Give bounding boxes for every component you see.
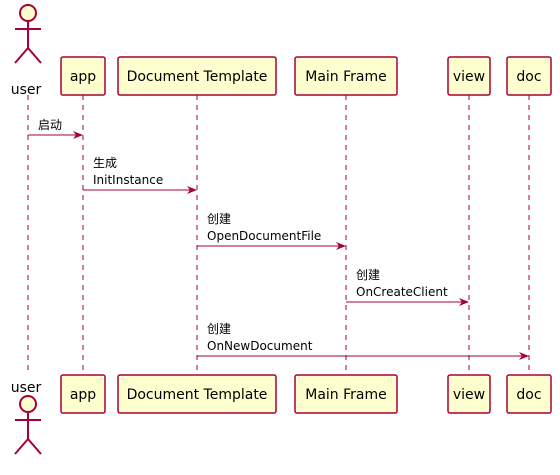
participant-doc: doc	[506, 374, 552, 414]
message-2: 生成 InitInstance	[83, 156, 197, 194]
participant-app: app	[60, 374, 106, 414]
message-label: 创建	[207, 322, 231, 336]
actor-left-leg	[14, 438, 29, 455]
participant-view: view	[447, 56, 491, 96]
participant-box	[117, 374, 277, 414]
message-1: 启动	[28, 118, 83, 139]
message-label: 创建	[356, 268, 380, 282]
participant-box	[60, 374, 106, 414]
message-label: OnNewDocument	[207, 339, 313, 353]
participant-doctemplate: Document Template	[117, 374, 277, 414]
participant-box	[294, 374, 398, 414]
actor-head	[19, 395, 37, 413]
participant-box	[447, 374, 491, 414]
message-label: OnCreateClient	[356, 285, 448, 299]
actor-right-leg	[27, 47, 42, 64]
participant-mainframe: Main Frame	[294, 374, 398, 414]
participant-box	[506, 56, 552, 96]
message-label: 启动	[38, 118, 62, 132]
message-label: InitInstance	[93, 173, 163, 187]
message-label: 创建	[207, 212, 231, 226]
participant-box	[447, 56, 491, 96]
actor-label: user	[11, 380, 42, 396]
participant-label: doc	[516, 387, 541, 403]
participant-box	[117, 56, 277, 96]
participant-label: Document Template	[127, 387, 268, 403]
participant-doc: doc	[506, 56, 552, 96]
message-label: OpenDocumentFile	[207, 229, 321, 243]
participant-doctemplate: Document Template	[117, 56, 277, 96]
participant-label: view	[453, 387, 485, 403]
participant-label: doc	[516, 69, 541, 85]
participant-label: app	[70, 69, 96, 85]
actor-head	[19, 4, 37, 22]
participant-view: view	[447, 374, 491, 414]
participant-label: Main Frame	[305, 387, 387, 403]
actor-label: user	[11, 82, 42, 98]
participant-app: app	[60, 56, 106, 96]
participant-mainframe: Main Frame	[294, 56, 398, 96]
participant-label: app	[70, 387, 96, 403]
participant-label: Document Template	[127, 69, 268, 85]
participant-label: Main Frame	[305, 69, 387, 85]
participant-label: view	[453, 69, 485, 85]
message-label: 生成	[93, 156, 117, 170]
actor-user: user	[11, 380, 42, 455]
actor-user: user	[11, 4, 42, 98]
message-3: 创建 OpenDocumentFile	[197, 212, 346, 250]
participant-box	[506, 374, 552, 414]
actor-left-leg	[14, 47, 29, 64]
actor-right-leg	[27, 438, 42, 455]
participant-box	[60, 56, 106, 96]
participant-box	[294, 56, 398, 96]
message-4: 创建 OnCreateClient	[346, 268, 469, 306]
message-5: 创建 OnNewDocument	[197, 322, 529, 360]
